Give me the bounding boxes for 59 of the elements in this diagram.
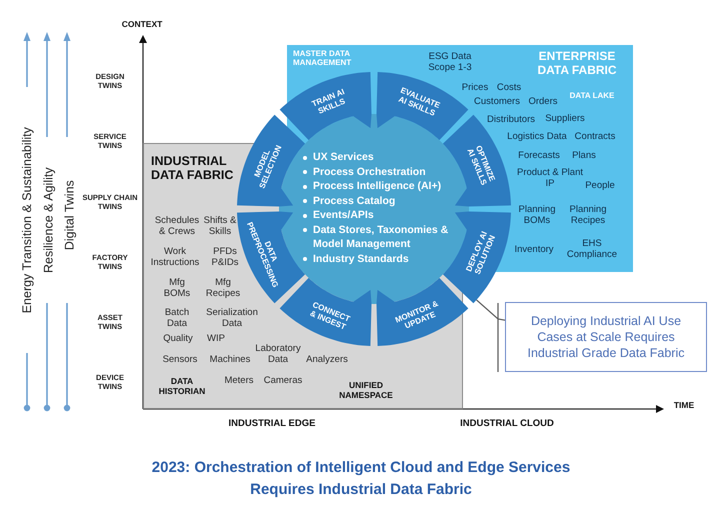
region-title: INDUSTRIAL DATA FABRIC (151, 154, 234, 183)
bullet-item: Process Intelligence (AI+) (302, 179, 443, 194)
data-item: Distributors (486, 115, 536, 126)
data-item: Prices (461, 83, 489, 94)
data-item: Quality (162, 334, 194, 345)
data-item: EHS Compliance (566, 239, 618, 261)
bullet-item: Industry Standards (302, 252, 410, 266)
zone-label: INDUSTRIAL CLOUD (460, 419, 554, 430)
callout-box: Deploying Industrial AI Use Cases at Scale Requires Industrial Grade Data Fabric (505, 302, 707, 372)
data-item: Machines (209, 355, 251, 366)
leader-line (476, 299, 506, 321)
data-item: Costs (496, 83, 522, 94)
data-item: Analyzers (306, 355, 348, 366)
data-item: Planning BOMs (518, 205, 556, 227)
wheel-segment (279, 72, 372, 141)
data-item: Contracts (574, 132, 616, 143)
data-item: Logistics Data (506, 132, 568, 143)
data-item: Batch Data (164, 308, 190, 330)
diagram-title: 2023: Orchestration of Intelligent Cloud and Edge Services Requires Industrial Data Fabric (151, 458, 571, 500)
data-item: Shifts & Skills (203, 216, 237, 238)
data-item: Orders (528, 97, 558, 108)
data-item: Forecasts (518, 151, 560, 162)
data-item: Laboratory Data (254, 344, 302, 366)
data-item: Meters (224, 376, 254, 387)
data-item: WIP (206, 334, 226, 345)
data-item: Work Instructions (150, 247, 200, 269)
data-item: Planning Recipes (569, 205, 607, 227)
bullet-item: Events/APIs (302, 208, 375, 222)
region-title: ENTERPRISE DATA FABRIC (536, 50, 618, 78)
data-item: Product & Plant IP (516, 168, 584, 190)
zone-label: INDUSTRIAL EDGE (228, 419, 316, 430)
section-label: MASTER DATA MANAGEMENT (293, 49, 352, 68)
axis-label: TIME (673, 401, 695, 411)
data-item: Mfg BOMs (163, 278, 191, 300)
data-item: Suppliers (544, 114, 586, 125)
data-item: Plans (572, 151, 596, 162)
data-item: Customers (474, 97, 520, 108)
bullet-item: Data Stores, Taxonomies & Model Management (302, 222, 450, 252)
data-item: Schedules & Crews (154, 216, 200, 238)
axis-label: CONTEXT (121, 20, 163, 30)
data-item: Sensors (162, 355, 198, 366)
section-label: DATA LAKE (569, 91, 615, 100)
data-item: Inventory (514, 245, 554, 256)
wheel-segment (237, 114, 306, 207)
bullet-item: UX Services (302, 150, 375, 164)
wheel-segment (442, 211, 511, 304)
data-item: Serialization Data (206, 308, 258, 330)
section-label: UNIFIED NAMESPACE (338, 381, 394, 401)
arrow-label: Resilience & Agility (40, 166, 56, 274)
bullet-item: Process Orchestration (302, 164, 427, 179)
data-item: ESG Data Scope 1-3 (428, 52, 472, 74)
arrow-label: Energy Transition & Sustainability (20, 126, 34, 314)
data-item: Cameras (263, 376, 303, 387)
section-label: DATA HISTORIAN (158, 377, 206, 397)
arrow-label: Digital Twins (62, 180, 76, 251)
data-item: PFDs P&IDs (211, 247, 239, 269)
data-item: Mfg Recipes (205, 278, 241, 300)
data-item: People (584, 181, 616, 192)
bullet-item: Process Catalog (302, 194, 397, 208)
